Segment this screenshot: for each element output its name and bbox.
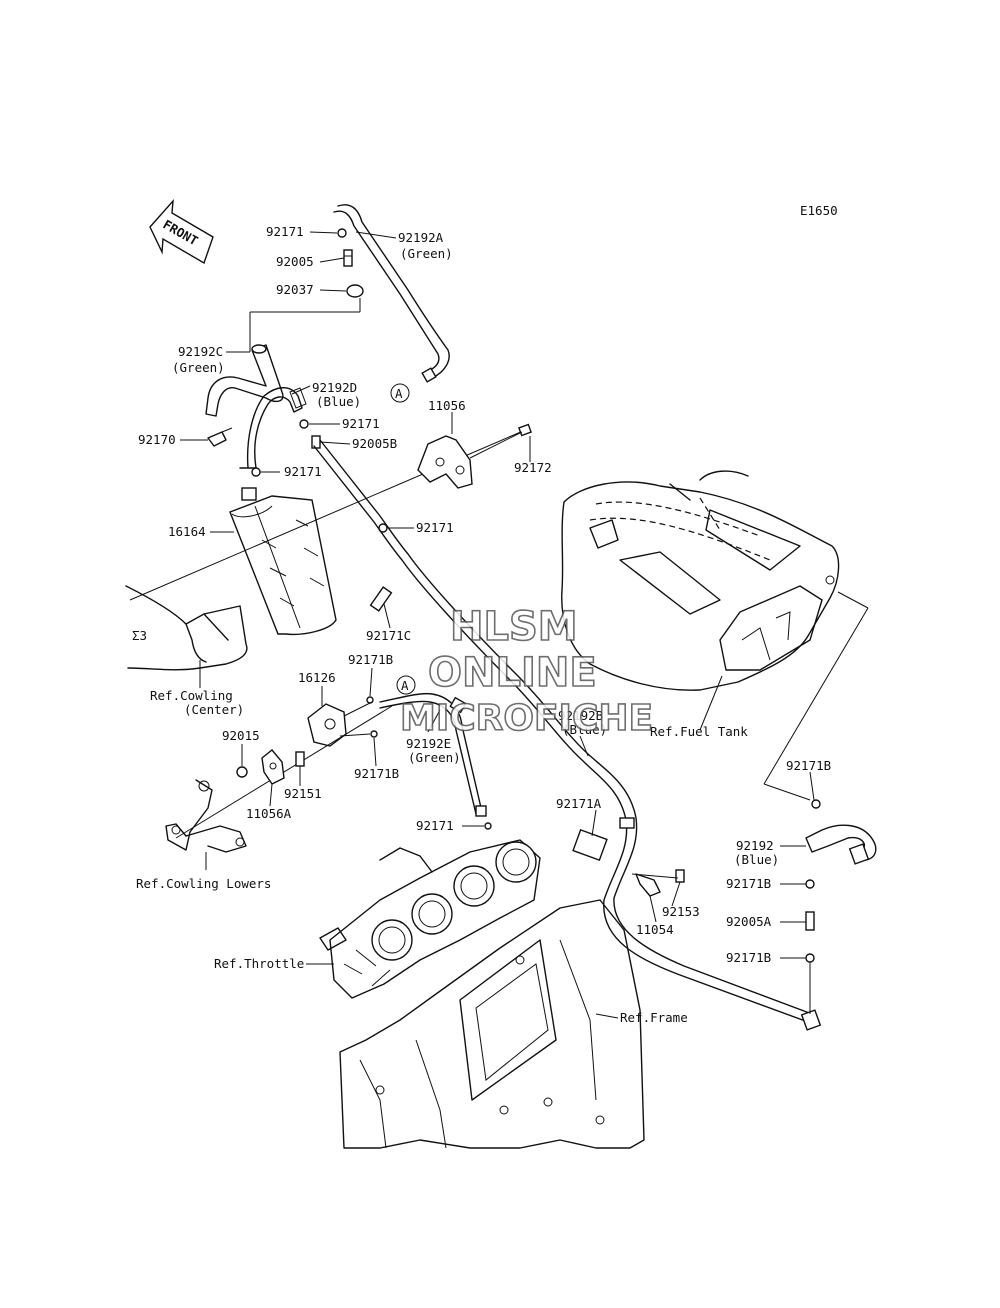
clip-92171-top [337,228,347,238]
clamp-92171A [572,828,608,862]
svg-text:A: A [401,678,409,693]
hose-92192D [239,387,307,469]
fitting-92005A [805,911,815,931]
label-92171-e: 92171 [416,818,454,833]
watermark-line-2: ONLINE [428,650,597,696]
bolt-92172 [518,423,532,437]
label-ref-cowling-center: Ref.Cowling [150,688,233,703]
label-92037: 92037 [276,282,314,297]
label-ref-cowling-center-2: (Center) [184,702,244,717]
clip-92170 [207,427,233,447]
label-92005: 92005 [276,254,314,269]
watermark-line-3: MICROFICHE [400,698,653,739]
label-16126: 16126 [298,670,336,685]
hose-92192A [333,204,450,383]
label-ref-cowling-lowers: Ref.Cowling Lowers [136,876,271,891]
hose-92192B [313,439,822,1031]
label-92171B-a: 92171B [348,652,393,667]
front-arrow-icon: FRONT [149,198,214,265]
canister-16164 [229,487,337,636]
ref-circle-A-top: A [390,383,410,403]
label-92192A: 92192A [398,230,444,245]
label-92192-color: (Blue) [734,852,779,867]
label-92192E: 92192E [406,736,451,751]
clip-92171B-c [811,799,821,809]
svg-text:A: A [395,386,403,401]
label-92192C-color: (Green) [172,360,225,375]
label-92171B-e: 92171B [726,950,771,965]
label-92171-b: 92171 [342,416,380,431]
label-ref-throttle: Ref.Throttle [214,956,304,971]
label-92192B-color: (Blue) [562,722,607,737]
label-92171B-d: 92171B [726,876,771,891]
bolt-92153 [675,869,685,883]
label-92192E-color: (Green) [408,750,461,765]
label-92153: 92153 [662,904,700,919]
cowling-center: Σ3 [125,585,248,671]
hose-92192C [205,344,284,417]
label-92192A-color: (Green) [400,246,453,261]
fitting-92171C [369,586,393,612]
label-92192D-color: (Blue) [316,394,361,409]
label-ref-fuel-tank: Ref.Fuel Tank [650,724,748,739]
label-92170: 92170 [138,432,176,447]
cowling-lowers-bracket [165,779,247,853]
ref-circle-A-bottom: A [396,675,416,695]
label-92171-d: 92171 [284,464,322,479]
label-92005B: 92005B [352,436,397,451]
label-11056A: 11056A [246,806,292,821]
label-92015: 92015 [222,728,260,743]
assembly-line-lower [175,705,393,839]
clip-92171B-a [366,696,374,704]
label-92171B-c: 92171B [786,758,831,773]
bolt-92151 [295,751,305,767]
clip-92171-e [484,822,492,830]
diagram-code: E1650 [800,203,838,218]
label-92192D: 92192D [312,380,357,395]
bracket-11056A [261,749,285,785]
bracket-11056 [417,435,473,489]
watermark: HLSM ONLINE MICROFICHE [399,603,654,740]
clip-92171-b [299,419,309,429]
clip-92171B-d [805,879,815,889]
label-92171-c: 92171 [416,520,454,535]
label-ref-frame: Ref.Frame [620,1010,688,1025]
label-92171-top: 92171 [266,224,304,239]
label-92192: 92192 [736,838,774,853]
hose-92192 [805,824,877,865]
label-92151: 92151 [284,786,322,801]
label-92005A: 92005A [726,914,772,929]
clamp-92037 [346,284,364,298]
label-11056: 11056 [428,398,466,413]
label-11054: 11054 [636,922,674,937]
label-92171A: 92171A [556,796,602,811]
label-92192C: 92192C [178,344,223,359]
clip-92171B-e [805,953,815,963]
hose-92192E [379,692,487,817]
fitting-92005B [311,435,321,449]
cowling-mark: Σ3 [132,628,147,643]
ref-line-tank [837,591,869,609]
label-92171C: 92171C [366,628,411,643]
fitting-92005 [343,249,353,267]
label-92192B: 92192B [558,708,603,723]
label-92171B-b: 92171B [354,766,399,781]
leader-lines [180,231,815,1019]
part-labels: 92171 92192A (Green) 92005 92037 92192C … [136,224,831,1025]
watermark-line-1: HLSM [450,604,578,650]
throttle-body [319,839,541,999]
clip-92171-d [251,467,261,477]
label-92172: 92172 [514,460,552,475]
fuel-tank [561,470,840,691]
bracket-11054 [635,873,661,897]
nut-92015 [236,766,248,778]
label-16164: 16164 [168,524,206,539]
clip-92171B-b [370,730,378,738]
assembly-line-upper [129,427,531,601]
frame [339,899,645,1149]
